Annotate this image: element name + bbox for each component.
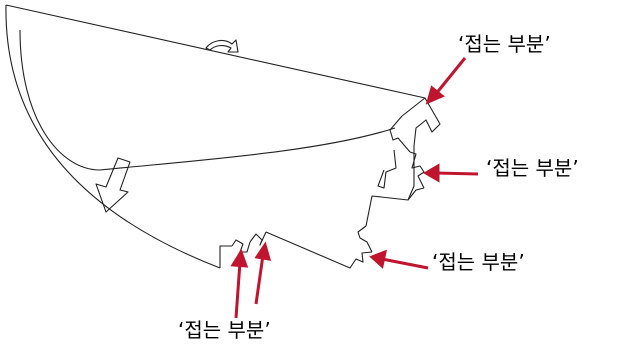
- right-side-edge: [365, 187, 425, 227]
- pointer-arrows: [230, 57, 479, 319]
- paper-lower-edge: [265, 231, 373, 269]
- arrow-right-lower-head: [369, 249, 388, 269]
- label-fold-part-right-lower: ‘접는 부분’: [432, 250, 525, 274]
- label-fold-part-right-middle: ‘접는 부분’: [486, 156, 579, 180]
- left-panel-curve: [19, 29, 101, 171]
- inner-fold-curve: [99, 127, 396, 171]
- arrow-right-middle-head: [423, 163, 440, 183]
- arrow-top-right-head: [425, 85, 445, 105]
- paper-top-edge: [5, 4, 426, 99]
- right-middle-tab: [409, 151, 425, 189]
- right-upper-step: [389, 115, 411, 153]
- bottom-tab-right: [249, 231, 267, 246]
- arrow-top-right: [433, 57, 467, 96]
- paper-shape: [5, 4, 441, 269]
- right-inner-notch: [377, 149, 397, 189]
- fold-direction-arrow-top: [205, 39, 239, 53]
- right-inner-panel: [407, 146, 415, 201]
- right-top-corner: [401, 97, 441, 147]
- label-fold-part-bottom: ‘접는 부분’: [178, 318, 271, 342]
- arrow-bottom-right-head: [254, 241, 272, 261]
- paper-bottom-edge: [219, 245, 232, 268]
- right-lower-tab: [357, 225, 373, 253]
- fold-direction-arrow-down: [95, 157, 131, 213]
- arrow-bottom-left: [234, 261, 242, 319]
- arrow-right-middle: [435, 171, 479, 176]
- bottom-tab-left: [231, 239, 251, 253]
- paper-left-curve: [5, 4, 221, 269]
- arrow-right-lower: [381, 257, 429, 270]
- arrow-bottom-left-head: [230, 248, 249, 268]
- arrow-bottom-right: [254, 254, 265, 305]
- label-fold-part-top-right: ‘접는 부분’: [458, 32, 551, 56]
